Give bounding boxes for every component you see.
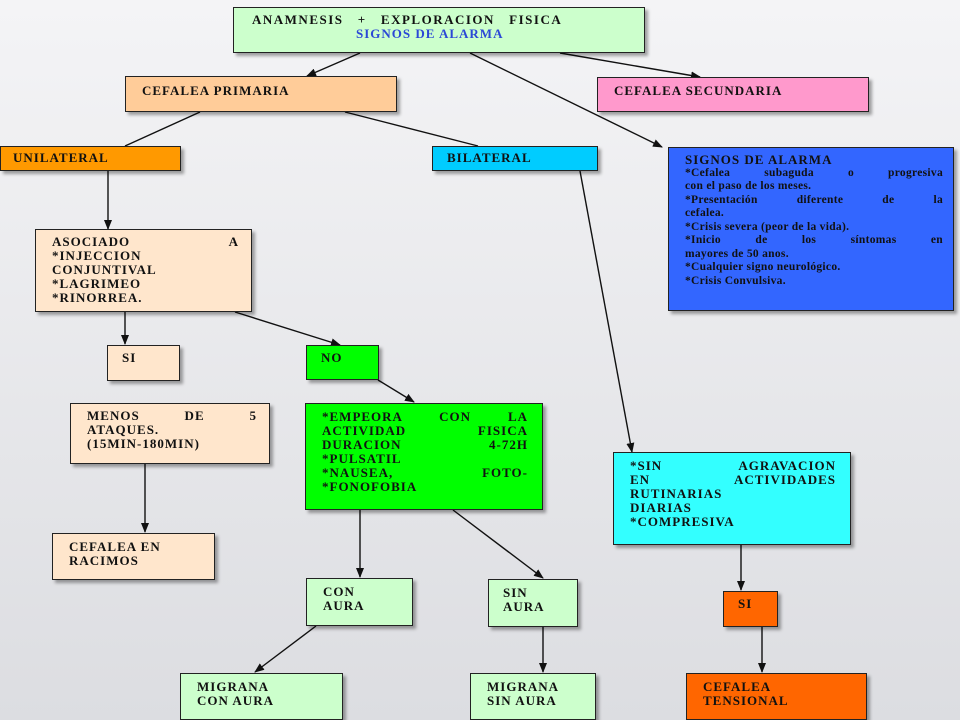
edge-primaria-to-unilateral	[124, 111, 201, 147]
node-signos-alarma-line-7: mayores de 50 anos.	[685, 247, 789, 260]
node-si-right-label: SI	[738, 596, 753, 611]
node-asociado-line-0: ASOCIADO A	[52, 234, 239, 249]
node-empeora-line-3: *PULSATIL	[322, 451, 402, 466]
node-sin-agravacion: *SIN AGRAVACION EN ACTIVIDADES RUTINARIA…	[613, 452, 851, 545]
node-empeora-line-4: *NAUSEA, FOTO-	[322, 465, 528, 480]
node-signos-alarma-line-9: *Crisis Convulsiva.	[685, 274, 786, 287]
node-sin-aura: SIN AURA	[488, 579, 578, 627]
node-cefalea-primaria-label: CEFALEA PRIMARIA	[142, 83, 290, 98]
node-signos-alarma-line-4: cefalea.	[685, 207, 725, 219]
node-anamnesis-title: ANAMNESIS + EXPLORACION FISICA	[252, 12, 563, 27]
node-si-left: SI	[107, 345, 180, 381]
node-con-aura-line-1: AURA	[323, 598, 365, 613]
edge-anamnesis-to-primaria	[306, 52, 361, 77]
node-cefalea-primaria: CEFALEA PRIMARIA	[125, 76, 397, 112]
node-sin-agravacion-line-0: *SIN AGRAVACION	[630, 458, 836, 473]
node-asociado-line-2: CONJUNTIVAL	[52, 262, 157, 277]
node-empeora-line-0: *EMPEORA CON LA	[322, 409, 528, 424]
node-migrana-sin-aura-line-1: SIN AURA	[487, 693, 557, 708]
edge-primaria-to-bilateral	[344, 111, 479, 147]
node-bilateral: BILATERAL	[432, 146, 598, 171]
node-menos-ataques: MENOS DE 5 ATAQUES. (15MIN-180MIN)	[70, 403, 270, 464]
node-signos-alarma-line-1: *Cefalea subaguda o progresiva	[685, 166, 943, 179]
node-signos-alarma: SIGNOS DE ALARMA *Cefalea subaguda o pro…	[668, 147, 954, 311]
node-migrana-con-aura-line-0: MIGRANA	[197, 679, 269, 694]
node-sin-aura-line-1: AURA	[503, 599, 545, 614]
node-signos-alarma-line-6: *Inicio de los síntomas en	[685, 234, 943, 246]
node-signos-alarma-line-5: *Crisis severa (peor de la vida).	[685, 220, 850, 233]
node-signos-alarma-line-2: con el paso de los meses.	[685, 180, 812, 192]
edge-bilateral-to-sin-agravacion	[579, 170, 635, 453]
edge-anamnesis-to-secundaria	[559, 52, 701, 80]
node-con-aura: CON AURA	[306, 578, 413, 626]
node-asociado: ASOCIADO A *INJECCION CONJUNTIVAL *LAGRI…	[35, 229, 252, 312]
node-anamnesis-subtitle: SIGNOS DE ALARMA	[356, 26, 504, 41]
node-asociado-line-4: *RINORREA.	[52, 290, 143, 305]
node-asociado-line-3: *LAGRIMEO	[52, 276, 142, 291]
node-migrana-con-aura: MIGRANA CON AURA	[180, 673, 343, 720]
node-cefalea-racimos-line-0: CEFALEA EN	[69, 539, 161, 554]
node-cefalea-racimos: CEFALEA EN RACIMOS	[52, 533, 215, 580]
node-empeora-line-2: DURACION 4-72H	[322, 437, 528, 452]
edge-empeora-to-sin-aura	[452, 509, 544, 579]
node-unilateral: UNILATERAL	[0, 146, 181, 171]
node-sin-agravacion-line-2: RUTINARIAS	[630, 486, 723, 501]
edge-con-aura-to-migrana-con	[254, 625, 317, 673]
node-migrana-sin-aura: MIGRANA SIN AURA	[470, 673, 596, 720]
node-menos-ataques-line-0: MENOS DE 5	[87, 408, 257, 423]
node-signos-alarma-line-8: *Cualquier signo neurológico.	[685, 261, 841, 273]
node-migrana-sin-aura-line-0: MIGRANA	[487, 679, 559, 694]
node-anamnesis: ANAMNESIS + EXPLORACION FISICA SIGNOS DE…	[233, 7, 645, 53]
node-signos-alarma-line-3: *Presentación diferente de la	[685, 193, 943, 206]
node-unilateral-label: UNILATERAL	[13, 150, 109, 165]
node-empeora-line-1: ACTIVIDAD FISICA	[322, 423, 528, 438]
node-sin-agravacion-line-1: EN ACTIVIDADES	[630, 472, 836, 487]
node-cefalea-tensional-line-0: CEFALEA	[703, 679, 772, 694]
node-cefalea-tensional-line-1: TENSIONAL	[703, 693, 789, 708]
node-menos-ataques-line-1: ATAQUES.	[87, 422, 160, 437]
node-no-label: NO	[321, 350, 343, 365]
node-signos-alarma-title: SIGNOS DE ALARMA	[685, 152, 833, 167]
node-si-right: SI	[723, 591, 778, 627]
node-empeora-actividad: *EMPEORA CON LA ACTIVIDAD FISICA DURACIO…	[305, 403, 543, 510]
node-no: NO	[306, 345, 379, 380]
node-cefalea-secundaria: CEFALEA SECUNDARIA	[597, 77, 869, 112]
node-menos-ataques-line-2: (15MIN-180MIN)	[87, 436, 200, 451]
edge-asociado-to-no	[234, 311, 341, 347]
node-empeora-line-5: *FONOFOBIA	[322, 479, 418, 494]
node-cefalea-racimos-line-1: RACIMOS	[69, 553, 139, 568]
edge-no-to-empeora	[377, 379, 415, 403]
node-si-left-label: SI	[122, 350, 137, 365]
node-migrana-con-aura-line-1: CON AURA	[197, 693, 274, 708]
node-sin-agravacion-line-4: *COMPRESIVA	[630, 514, 735, 529]
node-sin-agravacion-line-3: DIARIAS	[630, 500, 692, 515]
node-cefalea-secundaria-label: CEFALEA SECUNDARIA	[614, 83, 783, 98]
node-asociado-line-1: *INJECCION	[52, 248, 142, 263]
node-sin-aura-line-0: SIN	[503, 585, 528, 600]
node-bilateral-label: BILATERAL	[447, 150, 532, 165]
node-con-aura-line-0: CON	[323, 584, 355, 599]
node-cefalea-tensional: CEFALEA TENSIONAL	[686, 673, 867, 720]
